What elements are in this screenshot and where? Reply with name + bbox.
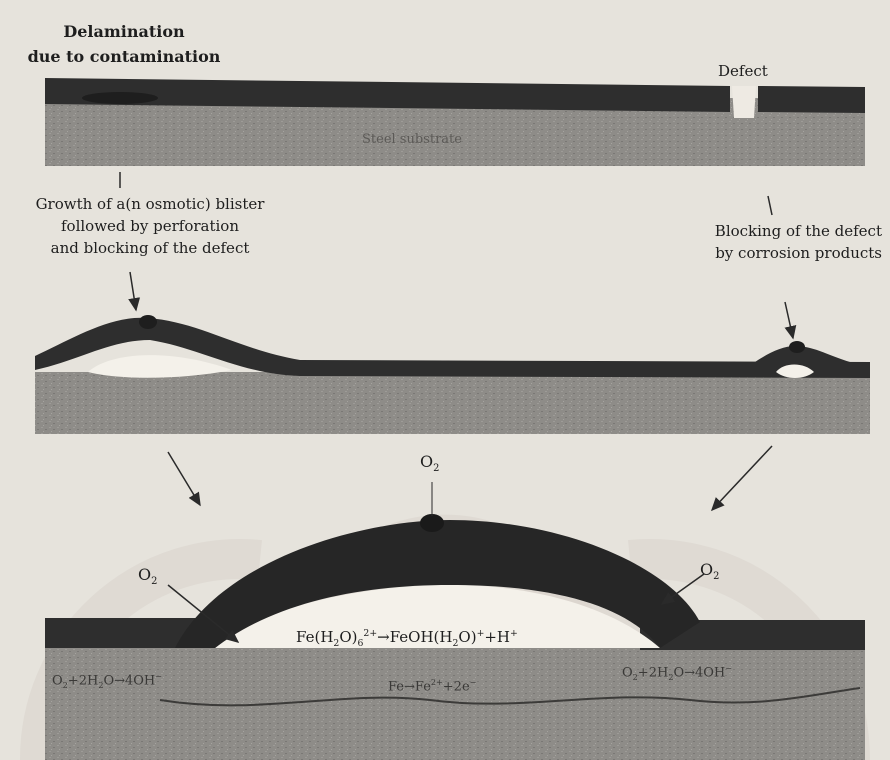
eq-left-f: −: [155, 672, 162, 681]
label-blocking: Blocking of the defect by corrosion prod…: [660, 222, 882, 262]
eq-main-a: Fe(H: [296, 628, 333, 646]
blister-cap: [139, 315, 157, 329]
label-delamination: Delamination due to contamination: [25, 22, 223, 66]
o2-top-sub: 2: [433, 463, 439, 474]
label-blister-line1: Growth of a(n osmotic) blister: [15, 195, 285, 213]
eq-left-a: O: [52, 673, 63, 688]
label-blister-line2: followed by perforation: [15, 217, 285, 235]
equation-cathodic-left: O2+2H2O→4OH−: [52, 672, 162, 690]
large-blister-cap: [420, 514, 444, 532]
equation-hydrolysis: Fe(H2O)62+→FeOH(H2O)++H+: [296, 628, 518, 649]
eq-right-c: +2H: [638, 665, 669, 680]
equation-anodic: Fe→Fe2++2e−: [388, 678, 476, 694]
label-blister-growth: Growth of a(n osmotic) blister followed …: [15, 195, 285, 257]
eq-main-d: 6: [357, 638, 363, 649]
eq-right-a: O: [622, 665, 633, 680]
arrow-panel2-to-3-left: [168, 452, 200, 505]
panel-blister-formation: [35, 272, 870, 434]
o2-left-sub: 2: [151, 576, 157, 587]
label-o2-left: O2: [138, 565, 157, 587]
eq-center-a: Fe→Fe: [388, 679, 431, 694]
o2-right-sub: 2: [713, 571, 719, 582]
eq-right-e: O→4OH: [673, 665, 725, 680]
eq-left-e: O→4OH: [103, 673, 155, 688]
contamination-spot: [82, 92, 158, 104]
eq-center-b: 2+: [431, 678, 443, 687]
eq-main-e: 2+: [363, 628, 377, 639]
arrow-to-blister: [130, 272, 136, 310]
eq-main-c: O): [339, 628, 357, 646]
eq-main-h: O): [458, 628, 476, 646]
substrate-band-2: [35, 372, 870, 434]
arrow-to-small-blister: [785, 302, 793, 338]
label-blocking-line1: Blocking of the defect: [660, 222, 882, 240]
eq-main-k: +: [510, 628, 518, 639]
eq-center-d: −: [470, 678, 477, 687]
eq-main-f: →FeOH(H: [377, 628, 452, 646]
o2-left-text: O: [138, 565, 151, 584]
label-blister-line3: and blocking of the defect: [15, 239, 285, 257]
equation-cathodic-right: O2+2H2O→4OH−: [622, 664, 732, 682]
label-blocking-line2: by corrosion products: [660, 244, 882, 262]
arrow-panel2-to-3-right: [712, 446, 772, 510]
small-blister-cap: [789, 341, 805, 353]
o2-right-text: O: [700, 560, 713, 579]
panel-corrosion-cell: [45, 482, 865, 760]
label-defect: Defect: [718, 62, 768, 80]
label-o2-top: O2: [420, 452, 439, 474]
eq-center-c: +2e: [443, 679, 470, 694]
label-delamination-line2: due to contamination: [25, 47, 223, 66]
label-o2-right: O2: [700, 560, 719, 582]
o2-top-text: O: [420, 452, 433, 471]
label-delamination-line1: Delamination: [25, 22, 223, 41]
defect-notch: [732, 86, 756, 118]
coating-band-right: [758, 86, 865, 113]
eq-right-f: −: [725, 664, 732, 673]
eq-left-c: +2H: [68, 673, 99, 688]
pointer-line-right: [768, 196, 772, 215]
eq-main-j: +H: [484, 628, 510, 646]
label-substrate: Steel substrate: [362, 132, 462, 147]
